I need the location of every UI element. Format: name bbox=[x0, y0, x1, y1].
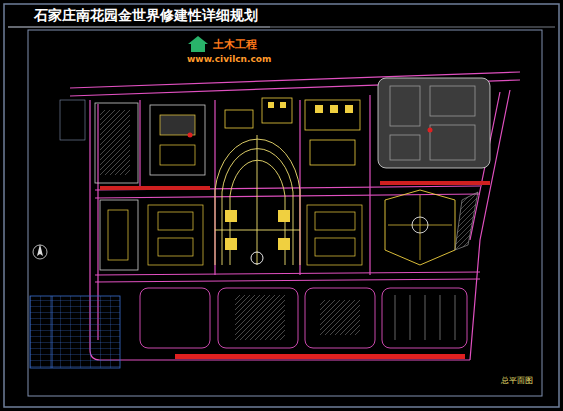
drawing-title: 石家庄南花园金世界修建性详细规划 bbox=[34, 8, 258, 22]
watermark-text: 土木工程 bbox=[212, 39, 258, 50]
sheet-name: 总平面图 bbox=[500, 377, 534, 385]
watermark-url: www.civilcn.com bbox=[186, 55, 272, 64]
